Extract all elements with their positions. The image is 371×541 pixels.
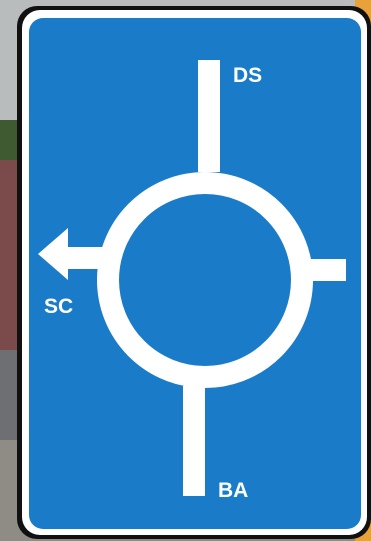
destination-left-label: SC xyxy=(44,295,73,318)
destination-top-label: DS xyxy=(233,64,262,87)
road-bottom xyxy=(183,386,205,496)
road-top xyxy=(198,60,220,172)
destination-bottom-label: BA xyxy=(218,479,248,502)
roundabout-sign: DS SC BA xyxy=(17,6,371,539)
